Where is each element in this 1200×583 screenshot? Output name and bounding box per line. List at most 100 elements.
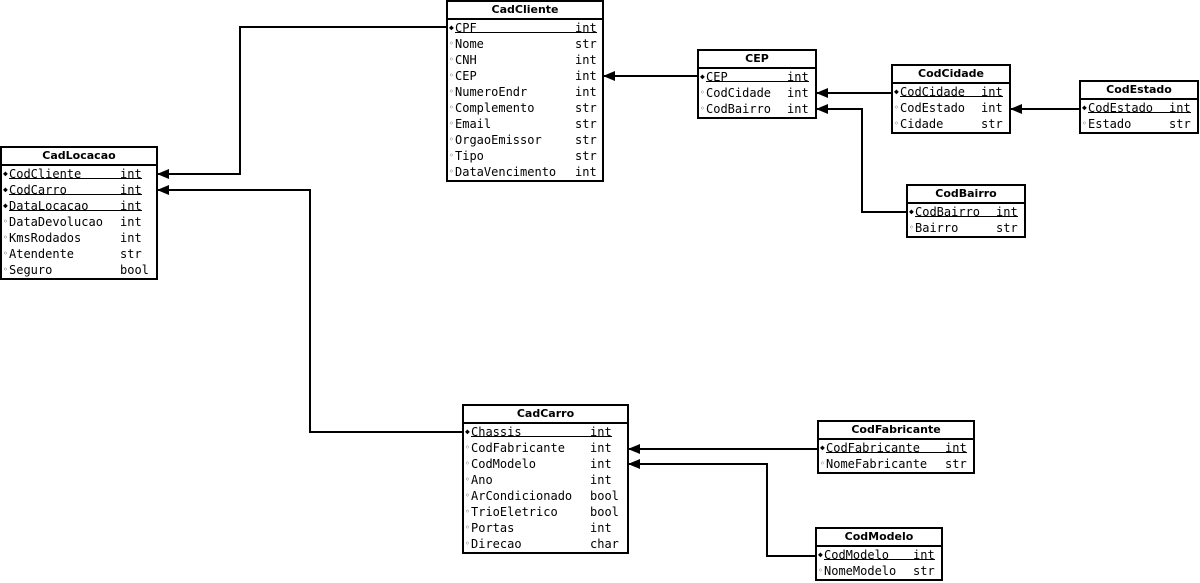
field-name: CodEstado [900,101,966,115]
key-diamond-icon: ◆ [465,427,470,436]
field-type: str [575,37,597,51]
field-circle-icon: ◦ [818,566,823,575]
field-circle-icon: ◦ [465,523,470,532]
key-diamond-icon: ◆ [818,550,823,559]
field-circle-icon: ◦ [465,507,470,516]
field-type: int [575,165,597,179]
field-type: int [590,441,612,455]
field-name: DataVencimento [455,165,557,179]
field-circle-icon: ◦ [894,119,899,128]
field-type: int [981,101,1003,115]
field-type: int [575,85,597,99]
field-type: str [120,247,142,261]
key-diamond-icon: ◆ [820,443,825,452]
field-circle-icon: ◦ [820,459,825,468]
field-circle-icon: ◦ [700,104,705,113]
field-circle-icon: ◦ [894,103,899,112]
field-type: str [575,117,597,131]
field-name: Bairro [915,221,959,235]
primary-key-underline [706,81,809,82]
field-name: CodCidade [900,85,966,99]
field-row: ◦Cidade str [893,116,1009,132]
primary-key-underline [824,559,935,560]
field-type: int [590,473,612,487]
field-name: CodEstado [1088,101,1154,115]
field-name: Cidade [900,117,944,131]
field-name: Direcao [471,537,522,551]
field-type: str [913,564,935,578]
relationship-arrow-codbairro-to-cep [816,104,906,213]
field-circle-icon: ◦ [465,491,470,500]
field-row: ◦CodBairro int [699,101,815,117]
field-type: str [1169,117,1191,131]
field-name: CodBairro [915,205,981,219]
field-type: str [945,457,967,471]
field-name: CEP [706,70,728,84]
primary-key-field-row: ◆CodBairro int [908,204,1024,220]
field-circle-icon: ◦ [465,539,470,548]
field-circle-icon: ◦ [449,135,454,144]
field-type: int [787,102,809,116]
field-name: Portas [471,521,515,535]
primary-key-underline [455,32,597,33]
key-diamond-icon: ◆ [3,185,8,194]
relationship-arrow-cadcliente-to-cadlocacao [157,26,446,179]
field-type: int [120,231,142,245]
relationship-edges [157,26,1079,557]
key-diamond-icon: ◆ [894,87,899,96]
field-name: NomeFabricante [826,457,928,471]
field-name: DataLocacao [9,199,89,213]
field-name: CodCidade [706,86,772,100]
field-name: CodModelo [824,548,890,562]
field-type: int [120,183,142,197]
table-codbairro: CodBairro◆CodBairro int ◦Bairro str [906,184,1026,238]
table-title: CodCidade [893,66,1009,84]
primary-key-underline [1088,112,1191,113]
field-name: OrgaoEmissor [455,133,542,147]
key-diamond-icon: ◆ [700,72,705,81]
table-title: CadCliente [448,2,602,20]
field-type: str [981,117,1003,131]
field-circle-icon: ◦ [465,443,470,452]
field-name: Email [455,117,492,131]
field-circle-icon: ◦ [449,71,454,80]
field-name: Estado [1088,117,1132,131]
field-circle-icon: ◦ [1082,119,1087,128]
key-diamond-icon: ◆ [449,23,454,32]
field-name: KmsRodados [9,231,82,245]
field-circle-icon: ◦ [909,223,914,232]
field-type: int [996,205,1018,219]
field-type: int [120,215,142,229]
key-diamond-icon: ◆ [909,207,914,216]
field-name: CodBairro [706,102,772,116]
field-type: str [996,221,1018,235]
table-title: CEP [699,51,815,69]
field-circle-icon: ◦ [449,55,454,64]
field-circle-icon: ◦ [449,119,454,128]
field-row: ◦NomeFabricante str [819,456,973,472]
field-name: Atendente [9,247,75,261]
key-diamond-icon: ◆ [1082,103,1087,112]
